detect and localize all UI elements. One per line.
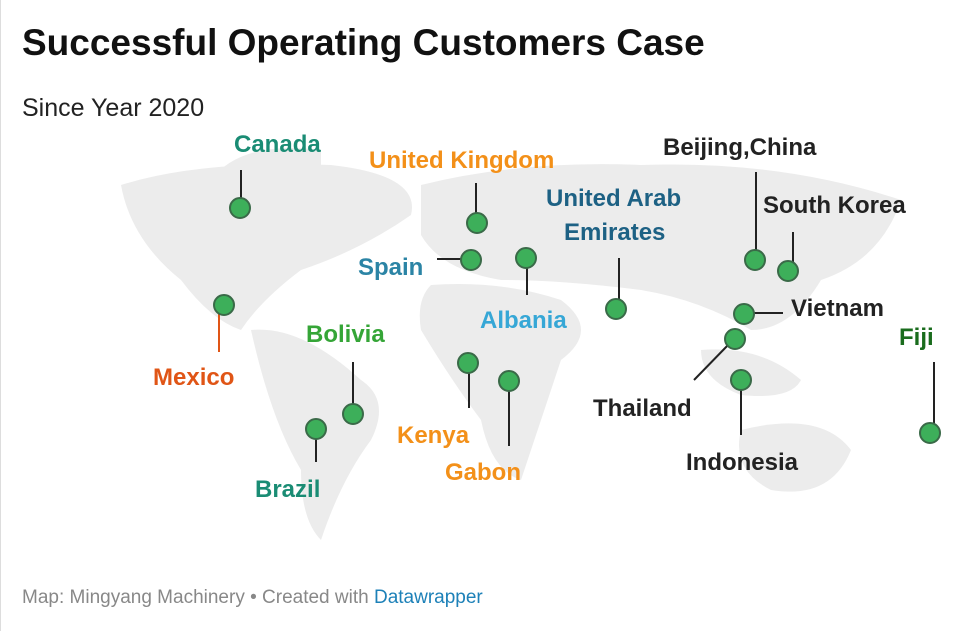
- label-thailand: Thailand: [593, 395, 692, 422]
- label-canada: Canada: [234, 131, 321, 158]
- marker-united-kingdom[interactable]: [466, 212, 488, 234]
- label-bolivia: Bolivia: [306, 321, 385, 348]
- label-gabon: Gabon: [445, 459, 521, 486]
- label-spain: Spain: [358, 254, 424, 281]
- marker-vietnam[interactable]: [733, 303, 755, 325]
- marker-indonesia[interactable]: [730, 369, 752, 391]
- label-mexico: Mexico: [153, 364, 235, 391]
- label-indonesia: Indonesia: [686, 449, 799, 476]
- marker-kenya[interactable]: [457, 352, 479, 374]
- label-beijing: Beijing,China: [663, 134, 817, 161]
- marker-mexico[interactable]: [213, 294, 235, 316]
- marker-brazil[interactable]: [305, 418, 327, 440]
- label-united-kingdom: United Kingdom: [369, 147, 555, 174]
- label-vietnam: Vietnam: [791, 295, 884, 322]
- marker-canada[interactable]: [229, 197, 251, 219]
- marker-albania[interactable]: [515, 247, 537, 269]
- label-uae-line1: United Arab: [546, 185, 682, 212]
- marker-bolivia[interactable]: [342, 403, 364, 425]
- label-south-korea: South Korea: [763, 192, 906, 219]
- label-uae-line2: Emirates: [564, 219, 666, 246]
- marker-beijing[interactable]: [744, 249, 766, 271]
- label-albania: Albania: [480, 307, 567, 334]
- page-title: Successful Operating Customers Case: [22, 22, 705, 63]
- marker-spain[interactable]: [460, 249, 482, 271]
- subtitle: Since Year 2020: [22, 94, 205, 122]
- marker-thailand[interactable]: [724, 328, 746, 350]
- marker-gabon[interactable]: [498, 370, 520, 392]
- label-fiji: Fiji: [899, 324, 934, 351]
- leader-lines: [218, 170, 935, 462]
- footer: Map: Mingyang Machinery • Created with D…: [22, 587, 483, 609]
- footer-source: Map: Mingyang Machinery • Created with: [22, 587, 374, 608]
- datawrapper-link[interactable]: Datawrapper: [373, 587, 483, 608]
- label-kenya: Kenya: [397, 422, 470, 449]
- label-brazil: Brazil: [255, 476, 321, 503]
- marker-uae[interactable]: [605, 298, 627, 320]
- marker-fiji[interactable]: [919, 422, 941, 444]
- marker-south-korea[interactable]: [777, 260, 799, 282]
